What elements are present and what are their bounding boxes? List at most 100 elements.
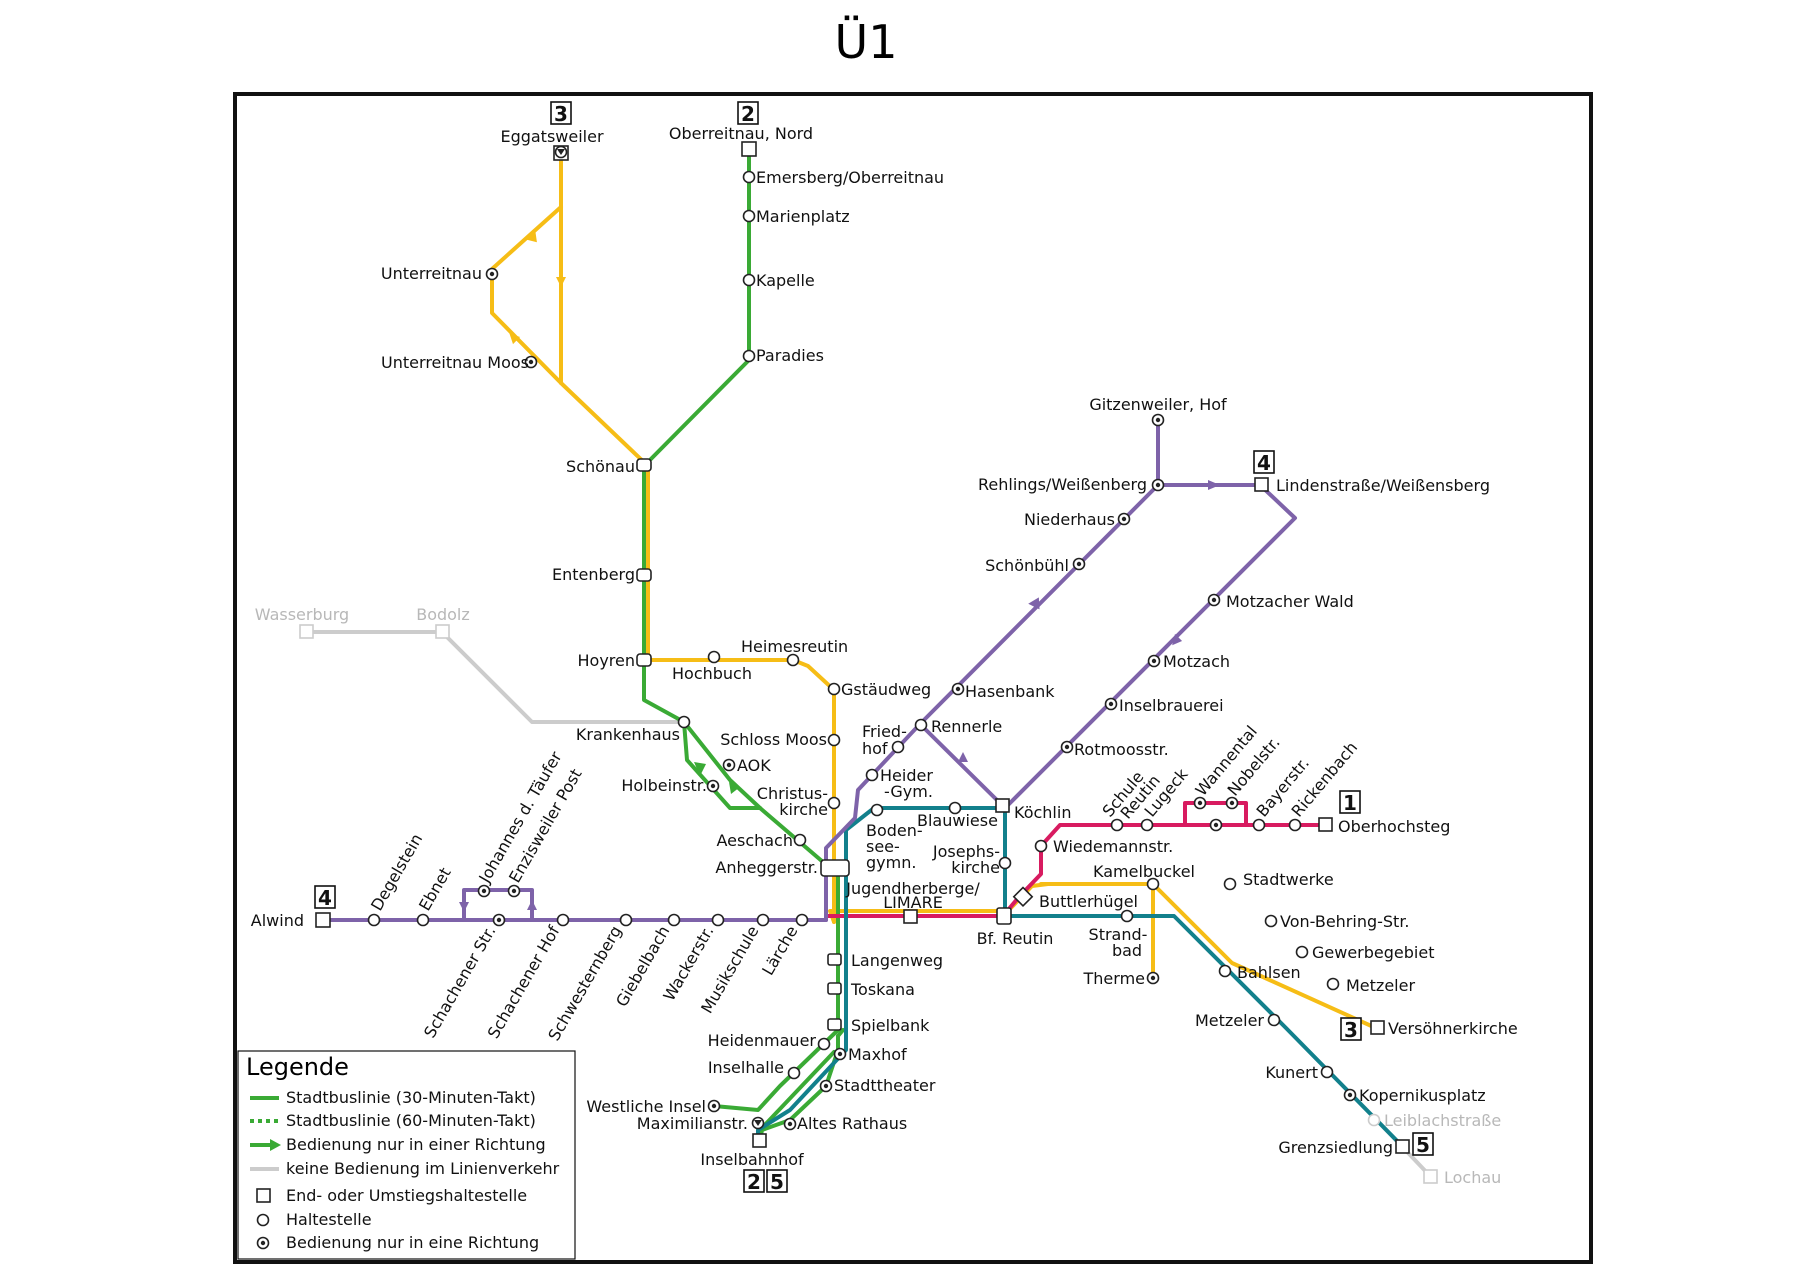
legend-item-2: Bedienung nur in einer Richtung: [286, 1135, 546, 1154]
label-inselbahnhof: Inselbahnhof: [700, 1150, 804, 1169]
terminal-hoyren: [636, 653, 652, 667]
label-krankenhaus: Krankenhaus: [576, 725, 680, 744]
label-lindenstrasse: Lindenstraße/Weißensberg: [1276, 476, 1490, 495]
legend-circle-stop-icon: [256, 1213, 270, 1227]
label-friedhof-2: hof: [862, 739, 888, 758]
label-strandbad-1: Strand-: [1089, 925, 1148, 944]
label-kapelle: Kapelle: [756, 271, 815, 290]
label-bahlsen: Bahlsen: [1237, 963, 1301, 982]
route-line-3: [490, 152, 1380, 1031]
badge-line-1: 1: [1343, 791, 1357, 815]
label-rennerle: Rennerle: [931, 717, 1002, 736]
label-hoyren: Hoyren: [578, 651, 636, 670]
line-badges: 3 2 4 4 1 3 5 2 5: [314, 101, 1434, 1194]
label-heidenmauer: Heidenmauer: [708, 1031, 817, 1050]
legend-title: Legende: [246, 1053, 349, 1081]
label-aok: AOK: [737, 756, 771, 775]
label-gewerbegebiet: Gewerbegebiet: [1312, 943, 1434, 962]
label-josephskirche-1: Josephs-: [932, 842, 1000, 861]
label-heimesreutin: Heimesreutin: [741, 637, 848, 656]
badge-line-5: 5: [1416, 1133, 1430, 1157]
terminal-bf-reutin: [996, 907, 1012, 925]
label-maximilianstr: Maximilianstr.: [637, 1114, 748, 1133]
label-wasserburg: Wasserburg: [255, 605, 349, 624]
terminal-alwind: [315, 912, 331, 928]
label-rehlings: Rehlings/Weißenberg: [978, 475, 1147, 494]
legend-item-6: Bedienung nur in eine Richtung: [286, 1233, 539, 1252]
label-holbeinstr: Holbeinstr.: [621, 776, 707, 795]
label-oberhochsteg: Oberhochsteg: [1338, 817, 1450, 836]
legend: Legende Stadtbuslinie (30-Minuten-Takt) …: [237, 1050, 576, 1260]
label-friedhof-1: Fried-: [862, 722, 907, 741]
label-grenzsiedlung: Grenzsiedlung: [1278, 1138, 1393, 1157]
legend-arrow-head-icon: [270, 1139, 281, 1151]
route-line-1: [824, 801, 1332, 918]
terminal-spielbank: [827, 1018, 842, 1031]
label-leiblachstrasse: Leiblachstraße: [1384, 1111, 1501, 1130]
label-bodensee-1: Boden-: [866, 821, 923, 840]
label-laerche: Lärche: [758, 923, 801, 979]
terminal-inselbahnhof: [752, 1133, 767, 1148]
label-langenweg: Langenweg: [851, 951, 943, 970]
terminal-lindenstrasse: [1254, 477, 1269, 492]
terminal-toskana: [827, 982, 842, 995]
label-gitzenweiler: Gitzenweiler, Hof: [1089, 395, 1227, 414]
label-gstaeudweg: Gstäudweg: [841, 680, 931, 699]
label-jugendherberge-1: Jugendherberge/: [845, 879, 980, 898]
label-unterreitnau-moos: Unterreitnau Moos: [381, 353, 529, 372]
terminal-oberhochsteg: [1318, 817, 1333, 832]
label-bodolz: Bodolz: [416, 605, 470, 624]
terminal-oberreitnau-nord: [741, 141, 757, 157]
terminal-anheggerstr: [820, 859, 850, 877]
terminal-lochau: [1423, 1169, 1438, 1184]
label-westliche-insel: Westliche Insel: [586, 1097, 706, 1116]
badge-line-3-east: 3: [1344, 1018, 1358, 1042]
map-title: Ü1: [835, 15, 898, 69]
label-toskana: Toskana: [850, 980, 915, 999]
label-christuskirche-2: kirche: [779, 800, 828, 819]
terminal-bodolz: [435, 624, 450, 639]
label-metzeler-yellow: Metzeler: [1346, 976, 1415, 995]
label-maxhof: Maxhof: [848, 1045, 907, 1064]
label-heider-2: -Gym.: [884, 782, 933, 801]
legend-box: [237, 1050, 576, 1260]
label-wiedemannstr: Wiedemannstr.: [1053, 837, 1173, 856]
label-niederhaus: Niederhaus: [1024, 510, 1115, 529]
badge-line-5-south: 5: [770, 1170, 784, 1194]
label-spielbank: Spielbank: [851, 1016, 930, 1035]
badge-line-2-south: 2: [747, 1170, 761, 1194]
label-bodensee-2: see-: [866, 837, 900, 856]
label-stadtwerke: Stadtwerke: [1243, 870, 1334, 889]
label-christuskirche-1: Christus-: [757, 784, 828, 803]
label-blauwiese: Blauwiese: [917, 811, 998, 830]
label-strandbad-2: bad: [1112, 941, 1142, 960]
label-eggatsweiler: Eggatsweiler: [500, 127, 604, 146]
label-alwind: Alwind: [251, 911, 304, 930]
label-hasenbank: Hasenbank: [965, 682, 1055, 701]
terminal-wasserburg: [299, 624, 314, 639]
label-inselhalle: Inselhalle: [708, 1058, 784, 1077]
label-von-behring: Von-Behring-Str.: [1280, 912, 1410, 931]
station-labels: Eggatsweiler Oberreitnau, Nord Emersberg…: [251, 124, 1518, 1187]
route-line-5: [756, 806, 1405, 1149]
label-bf-reutin: Bf. Reutin: [977, 929, 1054, 948]
label-schoenau: Schönau: [566, 457, 635, 476]
label-versoehnerkirche: Versöhnerkirche: [1388, 1019, 1518, 1038]
label-unterreitnau: Unterreitnau: [381, 264, 482, 283]
badge-line-4-west: 4: [318, 886, 332, 910]
direction-arrows: [459, 228, 1220, 912]
label-kunert: Kunert: [1265, 1063, 1318, 1082]
label-lochau: Lochau: [1444, 1168, 1501, 1187]
label-schoenbuehl: Schönbühl: [985, 556, 1069, 575]
label-emersberg: Emersberg/Oberreitnau: [756, 168, 944, 187]
legend-item-5: Haltestelle: [286, 1210, 372, 1229]
label-kamelbuckel: Kamelbuckel: [1093, 862, 1195, 881]
stops-regular: [367, 170, 1381, 1127]
label-josephskirche-2: kirche: [951, 858, 1000, 877]
label-hochbuch: Hochbuch: [672, 664, 752, 683]
label-buttlerhuegel: Buttlerhügel: [1039, 892, 1138, 911]
label-koechlin: Köchlin: [1014, 803, 1071, 822]
stops-terminal: [299, 141, 1438, 1184]
label-jugendherberge-2: LIMARE: [883, 893, 943, 912]
